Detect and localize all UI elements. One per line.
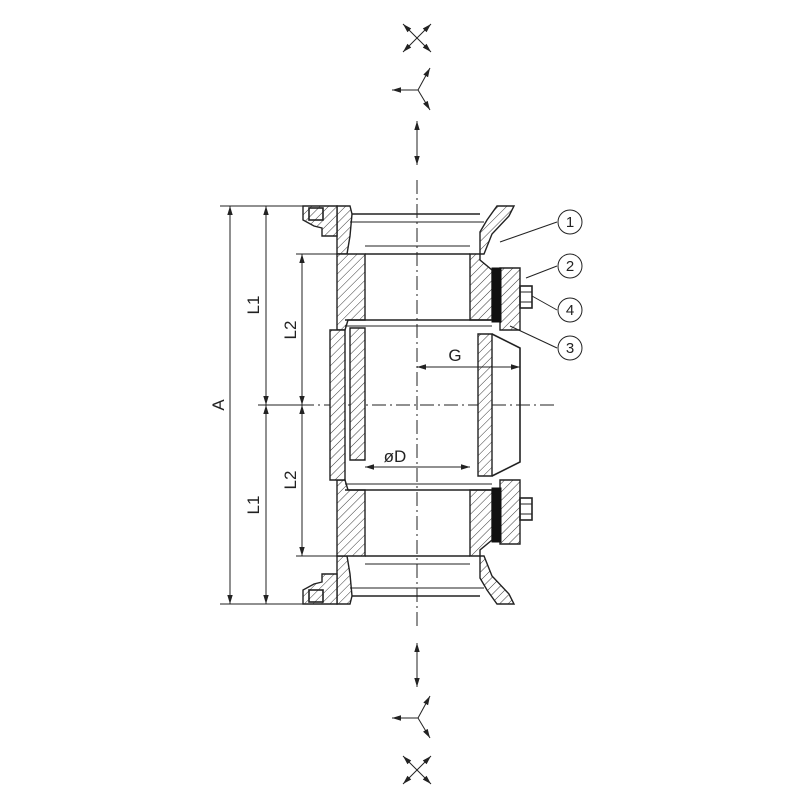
- cross-arrows-icon: [402, 23, 432, 53]
- callout-2: 2: [566, 258, 574, 275]
- cross-arrows-icon: [402, 755, 432, 785]
- dimension-lines: [220, 205, 520, 605]
- tripod-arrows-icon: [392, 67, 431, 111]
- dim-label-G: G: [448, 346, 461, 365]
- dim-label-L2-bottom: L2: [281, 471, 300, 490]
- dim-label-D: øD: [384, 447, 407, 466]
- callout-1: 1: [566, 214, 574, 231]
- tripod-arrows-icon: [392, 695, 431, 739]
- dim-label-L2-top: L2: [281, 321, 300, 340]
- fitting-body: [302, 205, 533, 605]
- dim-label-A: A: [209, 399, 228, 411]
- callout-4: 4: [566, 302, 574, 319]
- dim-label-L1-bottom: L1: [244, 496, 263, 515]
- callout-3: 3: [566, 340, 574, 357]
- dim-label-L1-top: L1: [244, 296, 263, 315]
- callouts: [499, 209, 583, 361]
